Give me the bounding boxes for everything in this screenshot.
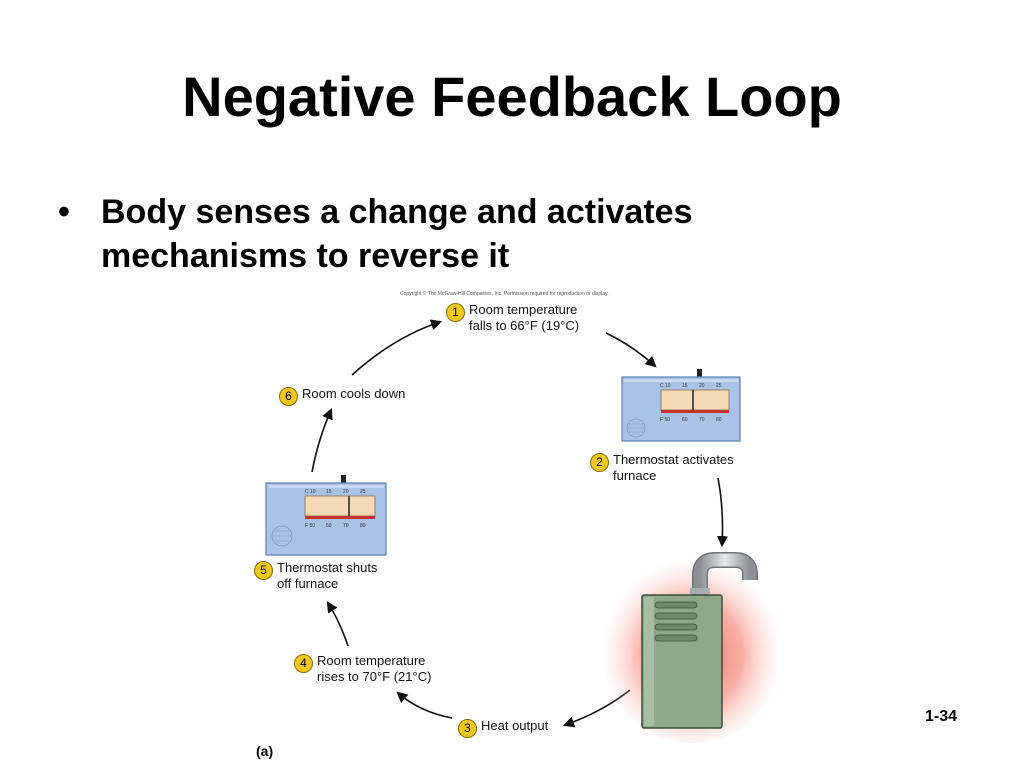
step-6: 6 Room cools down	[279, 386, 405, 406]
thermostat-left-c-tick-2: 20	[343, 489, 349, 495]
thermostat-left-icon: C 10 15 20 25 F 50 60 70 80	[265, 475, 387, 556]
bullet-dot: •	[58, 193, 70, 231]
step-4-badge: 4	[294, 654, 313, 673]
arrow-2-to-3	[716, 477, 729, 548]
thermostat-left-c-tick-3: 25	[360, 489, 366, 495]
step-1: 1 Room temperature falls to 66°F (19°C)	[446, 302, 579, 334]
step-3-line-1: Heat output	[481, 718, 549, 733]
slide-title: Negative Feedback Loop	[182, 65, 842, 128]
thermostat-right-f-tick-0: F 50	[660, 417, 670, 423]
step-5-line-1: Thermostat shuts	[277, 560, 378, 575]
thermostat-left-c-tick-0: C 10	[305, 489, 316, 495]
step-3-badge: 3	[458, 719, 477, 738]
step-6-badge: 6	[279, 387, 298, 406]
step-2-line-1: Thermostat activates	[613, 452, 734, 467]
bullet-text: Body senses a change and activates mecha…	[101, 193, 693, 275]
arrow-1-to-2	[605, 332, 657, 368]
step-4-line-1: Room temperature	[317, 653, 426, 668]
furnace-icon	[600, 547, 784, 743]
panel-label: (a)	[256, 743, 274, 759]
thermostat-right-c-tick-0: C 10	[660, 383, 671, 389]
thermostat-right-c-tick-1: 15	[682, 383, 688, 389]
page-number: 1-34	[925, 708, 958, 725]
step-1-line-1: Room temperature	[469, 302, 578, 317]
step-2: 2 Thermostat activates furnace	[590, 452, 734, 484]
step-3: 3 Heat output	[458, 718, 548, 738]
thermostat-right-icon: C 10 15 20 25 F 50 60 70 80	[621, 369, 741, 442]
step-5-line-2: off furnace	[277, 576, 339, 591]
thermostat-left-f-tick-0: F 50	[305, 523, 315, 529]
arrow-5-to-6	[326, 601, 349, 647]
step-2-line-2: furnace	[613, 468, 657, 483]
step-2-badge: 2	[590, 453, 609, 472]
arrow-6-to-thermostat	[311, 407, 333, 473]
arrow-4-to-5	[396, 691, 453, 719]
step-1-line-2: falls to 66°F (19°C)	[469, 318, 580, 333]
thermostat-right-f-tick-3: 80	[716, 417, 722, 423]
copyright-notice: Copyright © The McGraw-Hill Companies, I…	[400, 291, 609, 297]
thermostat-right-f-tick-1: 60	[682, 417, 688, 423]
thermostat-right-f-tick-2: 70	[699, 417, 705, 423]
arrow-6-to-1	[351, 319, 443, 376]
thermostat-right-c-tick-3: 25	[716, 383, 722, 389]
thermostat-left-f-tick-3: 80	[360, 523, 366, 529]
step-6-line-1: Room cools down	[302, 386, 406, 401]
step-5: 5 Thermostat shuts off furnace	[254, 560, 377, 592]
step-4: 4 Room temperature rises to 70°F (21°C)	[294, 653, 431, 685]
step-5-badge: 5	[254, 561, 273, 580]
thermostat-left-f-tick-1: 60	[326, 523, 332, 529]
thermostat-left-c-tick-1: 15	[326, 489, 332, 495]
thermostat-right-c-tick-2: 20	[699, 383, 705, 389]
step-4-line-2: rises to 70°F (21°C)	[317, 669, 432, 684]
thermostat-left-f-tick-2: 70	[343, 523, 349, 529]
step-1-badge: 1	[446, 303, 465, 322]
